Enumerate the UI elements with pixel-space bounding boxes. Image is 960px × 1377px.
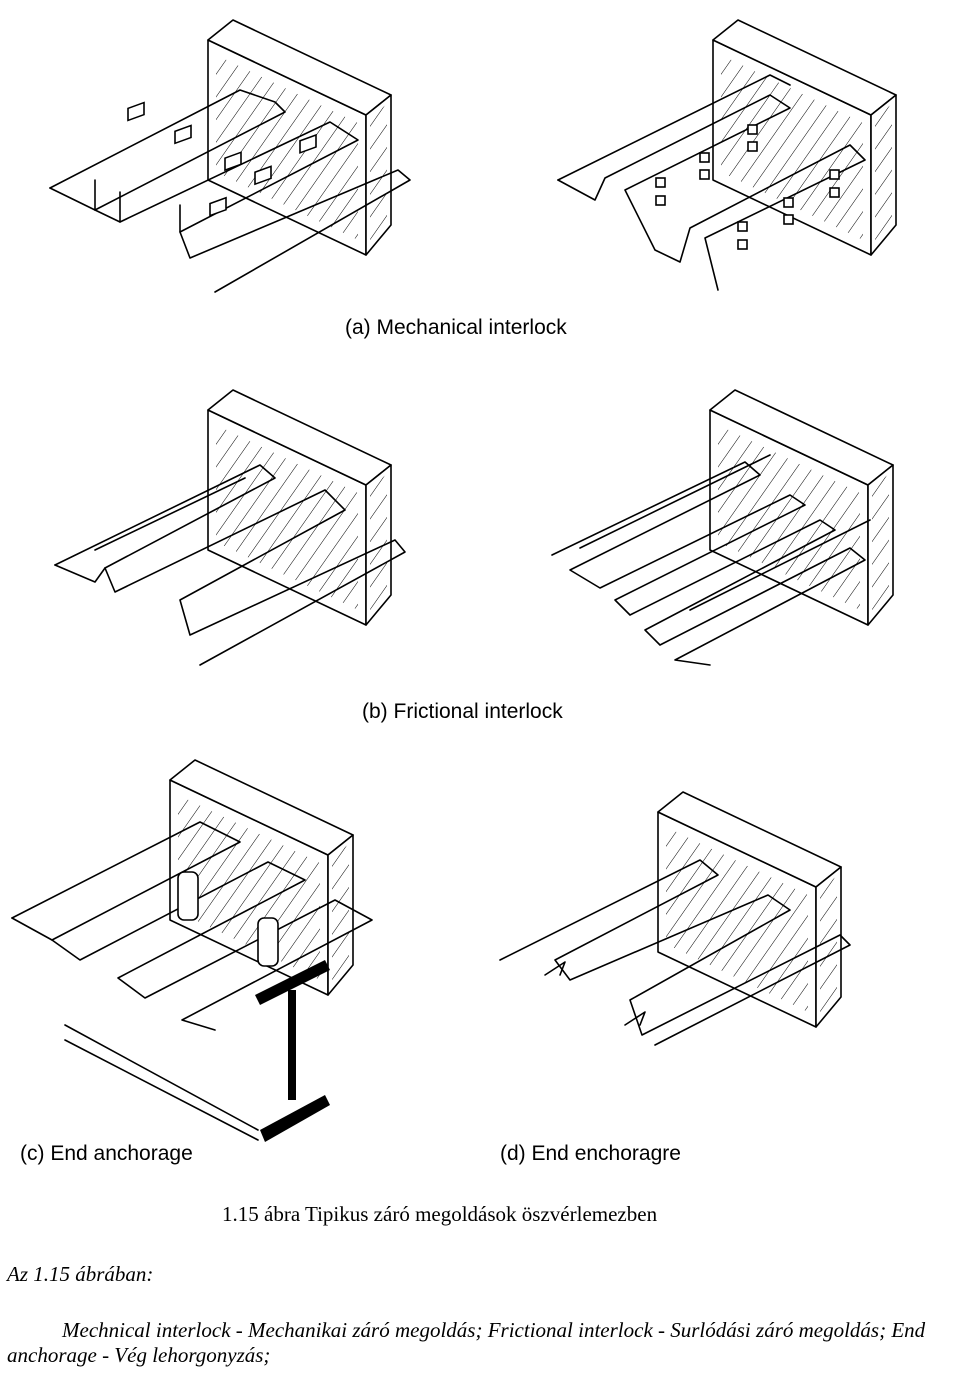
panel-b-left-drawing <box>54 389 406 666</box>
panel-a-left-drawing <box>49 19 411 293</box>
panel-a-right-drawing <box>557 19 897 291</box>
panel-b-label: (b) Frictional interlock <box>362 700 563 723</box>
panel-d-label: (d) End enchoragre <box>500 1142 681 1165</box>
figure-caption: 1.15 ábra Tipikus záró megoldások öszvér… <box>222 1202 658 1226</box>
intro-text: Az 1.15 ábrában: <box>7 1262 154 1286</box>
composite-slab-diagram <box>11 19 897 1142</box>
panel-c-label: (c) End anchorage <box>20 1142 193 1165</box>
panel-b-right-drawing <box>551 389 894 666</box>
description-text: Mechnical interlock - Mechanikai záró me… <box>7 1318 926 1367</box>
panel-d-drawing <box>499 791 851 1046</box>
panel-a-label: (a) Mechanical interlock <box>345 316 567 339</box>
panel-c-drawing <box>11 759 373 1142</box>
